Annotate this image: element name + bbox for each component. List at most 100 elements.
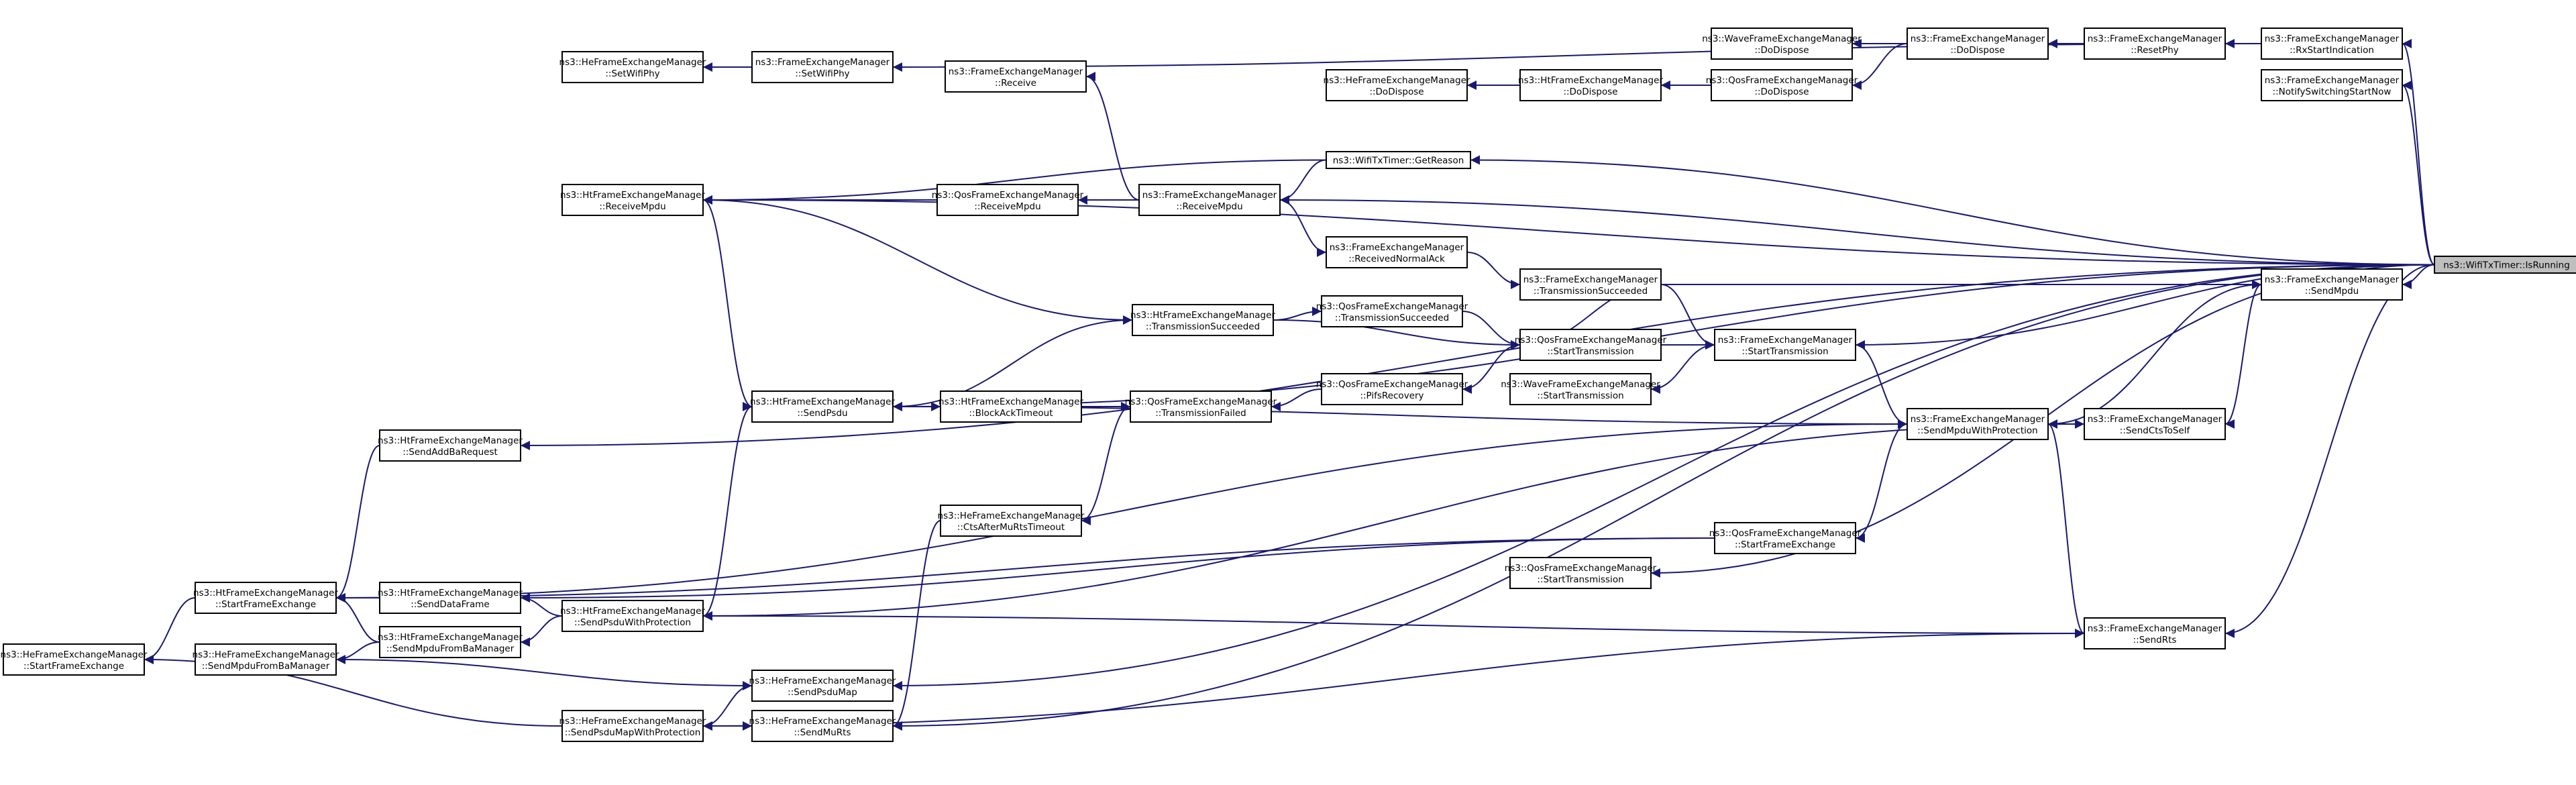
graph-node-fem-starttx[interactable]: ns3::FrameExchangeManager::StartTransmis… xyxy=(1714,329,1856,361)
graph-node-fem-receivempdu[interactable]: ns3::FrameExchangeManager::ReceiveMpdu xyxy=(1138,184,1281,216)
graph-node-ht-senddataframe[interactable]: ns3::HtFrameExchangeManager::SendDataFra… xyxy=(378,582,523,614)
node-label-method: ::TransmissionSucceeded xyxy=(1335,313,1449,323)
graph-node-fem-sendrts[interactable]: ns3::FrameExchangeManager::SendRts xyxy=(2084,617,2226,649)
node-label-class: ns3::HtFrameExchangeManager xyxy=(193,588,338,598)
graph-edge xyxy=(1660,284,1715,350)
node-label-class: ns3::FrameExchangeManager xyxy=(755,57,890,68)
graph-node-ht-sendmpdufromba[interactable]: ns3::HtFrameExchangeManager::SendMpduFro… xyxy=(378,626,523,658)
graph-node-fem-setwifiphy[interactable]: ns3::FrameExchangeManager::SetWifiPhy xyxy=(751,51,894,83)
graph-node-wave-starttx[interactable]: ns3::WaveFrameExchangeManager::StartTran… xyxy=(1501,373,1660,405)
graph-edge xyxy=(1851,43,1908,90)
graph-node-rxstart[interactable]: ns3::FrameExchangeManager::RxStartIndica… xyxy=(2261,28,2403,60)
graph-node-wave-dodispose[interactable]: ns3::WaveFrameExchangeManager::DoDispose xyxy=(1702,28,1862,60)
node-box xyxy=(751,670,894,702)
node-label-class: ns3::HtFrameExchangeManager xyxy=(750,397,895,407)
node-label-method: ::SendPsduWithProtection xyxy=(574,617,691,628)
graph-node-root[interactable]: ns3::WifiTxTimer::IsRunning xyxy=(2434,256,2576,274)
graph-edge xyxy=(1081,406,1131,525)
graph-node-he-sendpsdumap[interactable]: ns3::HeFrameExchangeManager::SendPsduMap xyxy=(749,670,896,702)
graph-node-ht-blockacktimeout[interactable]: ns3::HtFrameExchangeManager::BlockAckTim… xyxy=(938,390,1083,423)
graph-node-qos-starttx2[interactable]: ns3::QosFrameExchangeManager::StartTrans… xyxy=(1505,557,1657,589)
graph-node-fem-txsucceeded[interactable]: ns3::FrameExchangeManager::TransmissionS… xyxy=(1519,268,1662,301)
graph-node-qos-pifs[interactable]: ns3::QosFrameExchangeManager::PifsRecove… xyxy=(1316,373,1468,405)
graph-node-getreason[interactable]: ns3::WifiTxTimer::GetReason xyxy=(1326,151,1471,169)
graph-edge xyxy=(2402,81,2435,266)
graph-node-receivednormalack[interactable]: ns3::FrameExchangeManager::ReceivedNorma… xyxy=(1326,236,1468,268)
graph-node-qos-starttx[interactable]: ns3::QosFrameExchangeManager::StartTrans… xyxy=(1515,329,1667,361)
graph-node-fem-sendctstoself[interactable]: ns3::FrameExchangeManager::SendCtsToSelf xyxy=(2084,408,2226,440)
graph-edge xyxy=(1855,423,1908,543)
graph-edge xyxy=(335,641,380,664)
graph-node-qos-txsucceeded[interactable]: ns3::QosFrameExchangeManager::Transmissi… xyxy=(1316,295,1468,327)
node-label-class: ns3::FrameExchangeManager xyxy=(1718,335,1853,346)
node-label-class: ns3::FrameExchangeManager xyxy=(1330,242,1464,253)
graph-node-qos-receivempdu[interactable]: ns3::QosFrameExchangeManager::ReceiveMpd… xyxy=(932,184,1084,216)
node-label-method: ::BlockAckTimeout xyxy=(969,408,1053,419)
node-box xyxy=(1509,557,1652,589)
node-box xyxy=(936,184,1079,216)
node-label-class: ns3::QosFrameExchangeManager xyxy=(1706,75,1858,86)
graph-node-fem-receive[interactable]: ns3::FrameExchangeManager::Receive xyxy=(945,60,1087,93)
node-box xyxy=(1326,151,1471,169)
node-label-class: ns3::QosFrameExchangeManager xyxy=(932,190,1084,201)
node-label-method: ::StartTransmission xyxy=(1547,346,1633,357)
node-label-class: ns3::HeFrameExchangeManager xyxy=(193,649,339,660)
node-label-method: ::SendPsdu xyxy=(797,408,847,419)
graph-node-he-setwifiphy[interactable]: ns3::HeFrameExchangeManager::SetWifiPhy xyxy=(559,51,706,83)
node-label-class: ns3::QosFrameExchangeManager xyxy=(1316,301,1468,312)
graph-node-fem-sendmpduwp[interactable]: ns3::FrameExchangeManager::SendMpduWithP… xyxy=(1907,408,2049,440)
node-label-class: ns3::FrameExchangeManager xyxy=(2265,34,2400,44)
node-label-method: ::StartTransmission xyxy=(1537,574,1623,585)
node-label-method: ::SendCtsToSelf xyxy=(2120,425,2191,436)
node-label-class: ns3::HtFrameExchangeManager xyxy=(378,435,523,446)
node-label-method: ::TransmissionFailed xyxy=(1155,408,1246,419)
graph-node-ht-startframeex[interactable]: ns3::HtFrameExchangeManager::StartFrameE… xyxy=(193,582,338,614)
node-label-class: ns3::FrameExchangeManager xyxy=(1142,190,1277,201)
graph-node-qos-txfailed[interactable]: ns3::QosFrameExchangeManager::Transmissi… xyxy=(1125,390,1277,423)
node-box xyxy=(1714,522,1856,554)
node-box xyxy=(1519,329,1662,361)
node-layer: ns3::WifiTxTimer::IsRunningns3::FrameExc… xyxy=(1,28,2576,742)
graph-node-he-startframeex[interactable]: ns3::HeFrameExchangeManager::StartFrameE… xyxy=(1,643,148,676)
graph-node-ht-dodispose[interactable]: ns3::HtFrameExchangeManager::DoDispose xyxy=(1518,69,1663,101)
node-box xyxy=(945,60,1087,93)
graph-node-fem-sendmpdu[interactable]: ns3::FrameExchangeManager::SendMpdu xyxy=(2261,268,2403,301)
graph-node-ht-txsucceeded[interactable]: ns3::HtFrameExchangeManager::Transmissio… xyxy=(1130,304,1275,336)
node-label-method: ::SetWifiPhy xyxy=(605,68,659,79)
node-label-class: ns3::HeFrameExchangeManager xyxy=(1,649,148,660)
node-box xyxy=(1321,295,1463,327)
node-box xyxy=(379,626,521,658)
graph-node-fem-dodispose[interactable]: ns3::FrameExchangeManager::DoDispose xyxy=(1907,28,2049,60)
graph-edge xyxy=(1273,307,1322,321)
node-box xyxy=(2261,28,2403,60)
graph-node-ht-sendpsdu[interactable]: ns3::HtFrameExchangeManager::SendPsdu xyxy=(750,390,895,423)
graph-node-he-sendmpdufromba[interactable]: ns3::HeFrameExchangeManager::SendMpduFro… xyxy=(193,643,339,676)
node-label-class: ns3::FrameExchangeManager xyxy=(1911,34,2045,44)
graph-node-notify[interactable]: ns3::FrameExchangeManager::NotifySwitchi… xyxy=(2261,69,2403,101)
graph-node-he-ctsaftermurts[interactable]: ns3::HeFrameExchangeManager::CtsAfterMuR… xyxy=(938,505,1085,537)
node-label-method: ::ReceiveMpdu xyxy=(1176,201,1242,212)
node-box xyxy=(1132,304,1274,336)
graph-edge xyxy=(520,615,563,647)
graph-node-ht-receivempdu[interactable]: ns3::HtFrameExchangeManager::ReceiveMpdu xyxy=(560,184,705,216)
graph-edge xyxy=(702,633,2085,731)
graph-edge xyxy=(702,406,753,621)
node-label-method: ::DoDispose xyxy=(1754,45,1809,56)
node-box xyxy=(1509,373,1652,405)
graph-edge xyxy=(892,43,2262,72)
graph-edge xyxy=(335,659,753,690)
graph-node-he-sendmurts[interactable]: ns3::HeFrameExchangeManager::SendMuRts xyxy=(749,710,896,742)
graph-node-qos-dodispose[interactable]: ns3::QosFrameExchangeManager::DoDispose xyxy=(1706,69,1858,101)
node-box xyxy=(940,505,1082,537)
graph-node-he-sendpsdumapwp[interactable]: ns3::HeFrameExchangeManager::SendPsduMap… xyxy=(559,710,706,742)
node-box xyxy=(940,390,1082,423)
graph-node-ht-sendpsduwp[interactable]: ns3::HtFrameExchangeManager::SendPsduWit… xyxy=(560,600,705,632)
graph-node-ht-sendaddba[interactable]: ns3::HtFrameExchangeManager::SendAddBaRe… xyxy=(378,429,523,462)
graph-edge xyxy=(2402,264,2435,289)
node-label-class: ns3::HeFrameExchangeManager xyxy=(559,716,706,727)
graph-edge xyxy=(2402,39,2435,266)
graph-node-he-dodispose[interactable]: ns3::HeFrameExchangeManager::DoDispose xyxy=(1324,69,1470,101)
graph-node-resetphy[interactable]: ns3::FrameExchangeManager::ResetPhy xyxy=(2084,28,2226,60)
graph-node-qos-startframeex[interactable]: ns3::QosFrameExchangeManager::StartFrame… xyxy=(1709,522,1862,554)
